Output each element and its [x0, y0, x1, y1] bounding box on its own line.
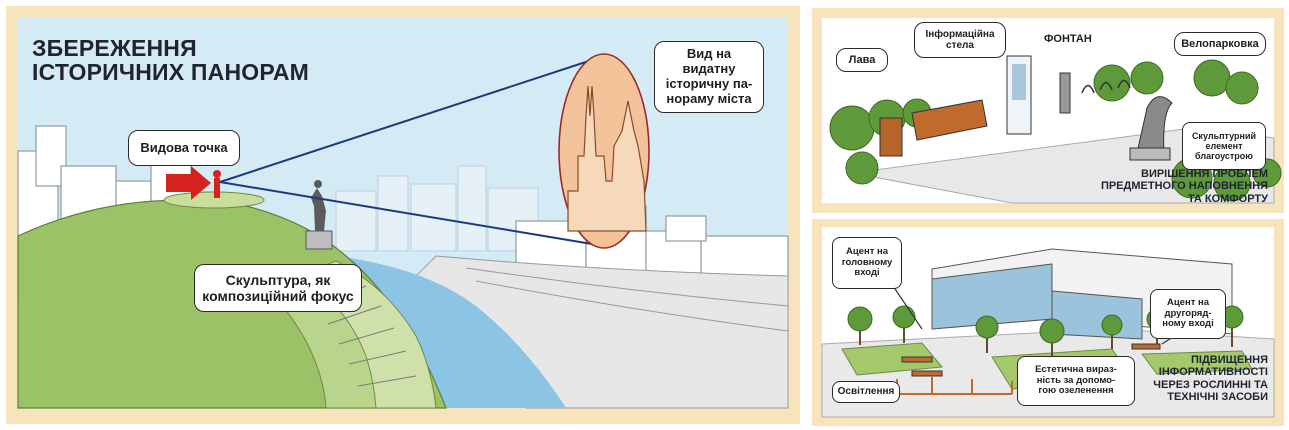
bike-parking-label: Велопарковка [1181, 38, 1259, 51]
viewpoint-label: Видова точка [140, 141, 227, 156]
furniture-caption: ВИРІШЕННЯ ПРОБЛЕМ ПРЕДМЕТНОГО НАПОВНЕННЯ… [1101, 168, 1268, 205]
bench-callout: Лава [836, 48, 888, 72]
furniture-caption-line3: ТА КОМФОРТУ [1101, 193, 1268, 205]
street-furniture-panel: Лава Інформаційна стела ФОНТАН Велопарко… [812, 8, 1284, 213]
main-entrance-callout: Ацент на головному вході [832, 237, 902, 289]
main-entrance-line3: вході [854, 268, 879, 279]
sculpture-element-line1: Скульптурний [1192, 131, 1256, 141]
entrance-caption-line3: ЧЕРЕЗ РОСЛИННІ ТА [1153, 379, 1268, 391]
lighting-label: Освітлення [838, 386, 895, 398]
panorama-view-label: Вид на видатну історичну па-нораму міста [661, 47, 757, 107]
bike-parking-callout: Велопарковка [1174, 32, 1266, 56]
secondary-entrance-callout: Ацент на другоряд- ному вході [1150, 289, 1226, 339]
sculpture-element-callout: Скульптурний елемент благоустрою [1182, 122, 1266, 170]
aesthetic-greenery-callout: Естетична вираз- ність за допомо- гою оз… [1017, 356, 1135, 406]
furniture-caption-line1: ВИРІШЕННЯ ПРОБЛЕМ [1101, 168, 1268, 180]
entrance-caption-line4: ТЕХНІЧНІ ЗАСОБИ [1153, 391, 1268, 403]
sculpture-callout: Скульптура, як композиційний фокус [194, 264, 362, 312]
stele-label-line1: Інформаційна [925, 29, 994, 40]
sculpture-element-line3: благоустрою [1195, 151, 1253, 161]
secondary-entrance-line1: Ацент на [1167, 298, 1209, 309]
bench-label: Лава [849, 54, 876, 67]
building-entrance-panel: Ацент на головному вході Ацент на другор… [812, 219, 1284, 426]
aesthetic-line1: Естетична вираз- [1035, 365, 1117, 376]
fountain-label: ФОНТАН [1044, 33, 1092, 45]
historic-panorama-panel: ЗБЕРЕЖЕННЯ ІСТОРИЧНИХ ПАНОРАМ Видова точ… [6, 6, 800, 424]
main-entrance-line1: Ацент на [846, 247, 888, 258]
panorama-title-line2: ІСТОРИЧНИХ ПАНОРАМ [32, 60, 309, 84]
panorama-title-line1: ЗБЕРЕЖЕННЯ [32, 36, 309, 60]
entrance-caption-line2: ІНФОРМАТИВНОСТІ [1153, 366, 1268, 378]
entrance-caption-line1: ПІДВИЩЕННЯ [1153, 354, 1268, 366]
secondary-entrance-line3: ному вході [1162, 319, 1213, 330]
stele-label-line2: стела [946, 40, 974, 51]
stele-callout: Інформаційна стела [914, 22, 1006, 58]
sculpture-element-line2: елемент [1206, 141, 1243, 151]
viewpoint-callout: Видова точка [128, 130, 240, 166]
panorama-view-callout: Вид на видатну історичну па-нораму міста [654, 41, 764, 113]
panorama-title: ЗБЕРЕЖЕННЯ ІСТОРИЧНИХ ПАНОРАМ [32, 36, 309, 84]
furniture-caption-line2: ПРЕДМЕТНОГО НАПОВНЕННЯ [1101, 180, 1268, 192]
sculpture-label-line1: Скульптура, як [226, 272, 331, 288]
lighting-callout: Освітлення [832, 381, 900, 403]
entrance-caption: ПІДВИЩЕННЯ ІНФОРМАТИВНОСТІ ЧЕРЕЗ РОСЛИНН… [1153, 354, 1268, 403]
sculpture-label-line2: композиційний фокус [202, 288, 353, 304]
aesthetic-line3: гою озеленення [1038, 386, 1113, 397]
